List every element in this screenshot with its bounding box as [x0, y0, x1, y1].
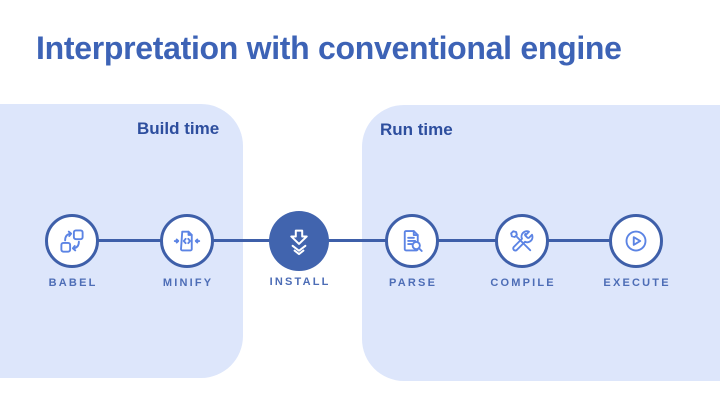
download-icon	[290, 229, 308, 256]
step-babel: BABEL	[32, 214, 112, 289]
step-circle	[385, 214, 439, 268]
document-search-icon	[403, 230, 423, 252]
play-icon	[625, 230, 647, 252]
step-minify: MINIFY	[147, 214, 227, 289]
step-label: INSTALL	[269, 276, 331, 288]
slide-title: Interpretation with conventional engine	[36, 30, 622, 66]
step-circle-emphasized	[269, 211, 329, 271]
step-circle	[609, 214, 663, 268]
step-circle	[45, 214, 99, 268]
step-install: INSTALL	[259, 211, 339, 288]
step-label: COMPILE	[490, 277, 556, 289]
step-circle	[160, 214, 214, 268]
step-compile: COMPILE	[482, 214, 562, 289]
tools-icon	[510, 230, 534, 252]
step-circle	[495, 214, 549, 268]
step-label: BABEL	[48, 277, 98, 289]
run-time-heading: Run time	[380, 120, 453, 139]
pipeline-connector-line	[72, 239, 636, 242]
step-execute: EXECUTE	[596, 214, 676, 289]
transform-icon	[60, 229, 84, 253]
step-label: MINIFY	[162, 277, 214, 289]
build-time-heading: Build time	[137, 119, 220, 138]
minify-document-icon	[173, 230, 201, 252]
step-label: EXECUTE	[603, 277, 671, 289]
step-parse: PARSE	[372, 214, 452, 289]
step-label: PARSE	[389, 277, 438, 289]
